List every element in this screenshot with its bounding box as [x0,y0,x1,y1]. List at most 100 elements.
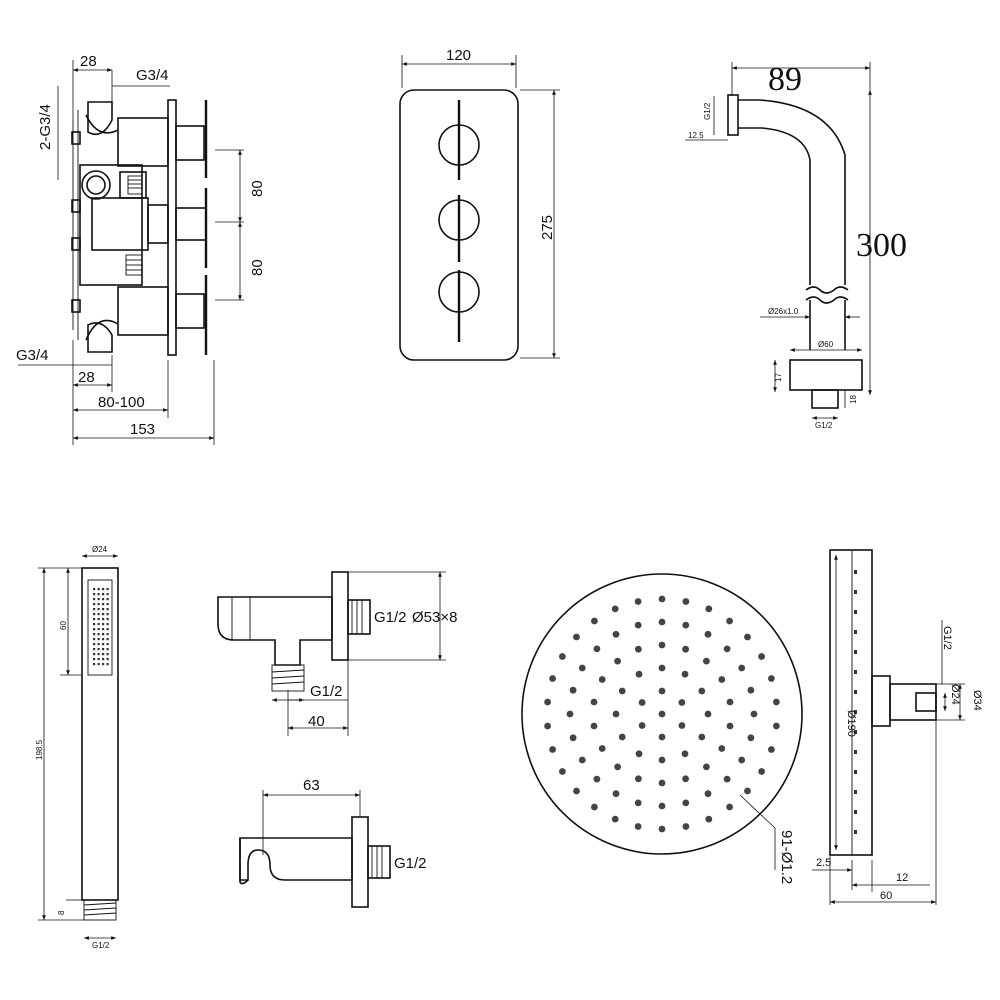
nozzle-dot [638,699,646,706]
nozzle-dot [569,686,577,694]
handset-nozzle [106,633,109,636]
valve-label-g34-top: G3/4 [136,67,169,84]
side-label-dia34: Ø34 [971,690,983,711]
handset-nozzle [93,603,96,606]
nozzle-dot [658,779,666,787]
nozzle-dot [681,750,689,758]
side-nozzle-tick [854,650,857,654]
handset-nozzle [106,613,109,616]
handset-nozzle [102,608,105,611]
handset-nozzle [97,648,100,651]
handset-nozzle [106,648,109,651]
nozzle-dot [598,676,606,683]
nozzle-dot [718,745,726,752]
handset-dim-198-5: 198.5 [35,739,44,760]
arm-dim-17: 17 [774,373,783,382]
nozzle-dot [618,733,626,741]
nozzle-dot [559,653,566,660]
nozzle-dot [612,710,620,718]
side-nozzle-tick [854,790,857,794]
valve-dim-80-upper: 80 [249,180,266,197]
handset-nozzle [93,648,96,651]
arm-dim-12-5: 12.5 [688,131,704,140]
nozzle-dot [726,698,734,706]
nozzle-dot [635,645,642,653]
nozzle-dot [773,722,780,730]
valve-label-g34-bottom: G3/4 [16,347,49,364]
nozzle-dot [611,605,619,613]
handset-nozzle [97,628,100,631]
nozzle-dot [758,653,765,660]
valve-label-2g34: 2-G3/4 [37,104,54,150]
handset-nozzle [93,628,96,631]
nozzle-dot [658,710,666,718]
handset-nozzle [102,658,105,661]
arm-label-g12-top: G1/2 [703,102,712,120]
nozzle-dot [634,598,642,605]
handset-nozzle [97,603,100,606]
nozzle-dot [573,787,580,795]
handset-nozzle [102,593,105,596]
nozzle-dot [590,722,598,730]
handset-nozzle [93,653,96,656]
side-nozzle-tick [854,690,857,694]
nozzle-dot [549,675,556,682]
nozzle-dot [634,621,642,629]
valve-dim-top-28: 28 [80,53,97,70]
holder-dim-63: 63 [303,777,320,794]
nozzle-dot [658,618,666,626]
elbow-dim-40: 40 [308,713,325,730]
nozzle-dot [678,699,686,706]
side-nozzle-tick [854,610,857,614]
faceplate-front-view: 120 275 [399,47,560,361]
handset-side-view: Ø24 60 198.5 8 G1/2 [35,545,119,950]
handset-nozzle [97,588,100,591]
nozzle-dot [682,621,690,629]
side-nozzle-tick [854,750,857,754]
handset-nozzle [102,628,105,631]
nozzle-dot [634,823,642,830]
handset-nozzle [102,663,105,666]
nozzle-dot [559,768,566,775]
handset-nozzle [106,593,109,596]
nozzle-dot [598,745,606,752]
nozzle-dot [549,746,556,753]
nozzle-dot [747,686,755,694]
nozzle-dot [678,722,686,729]
handset-nozzle [97,608,100,611]
nozzle-dot [635,775,642,783]
nozzle-dot [593,775,601,783]
nozzle-dot [738,664,746,672]
nozzle-dot [658,802,666,810]
handset-nozzle [93,658,96,661]
elbow-label-dia53: Ø53×8 [412,609,457,626]
valve-dim-bottom-28: 28 [78,369,95,386]
nozzle-dot [682,799,690,807]
handset-nozzle [93,593,96,596]
handset-nozzle [97,618,100,621]
outlet-elbow-side-view: G1/2 Ø53×8 G1/2 40 [217,571,457,736]
nozzle-dot [593,645,601,653]
handset-nozzle [102,623,105,626]
handset-nozzle [106,608,109,611]
nozzle-dot [738,756,746,764]
nozzle-dot [658,664,666,672]
shower-head-side-view: Ø190 G1/2 Ø24 Ø34 2.5 12 60 [812,549,983,905]
side-nozzle-tick [854,630,857,634]
handset-nozzle [106,588,109,591]
nozzle-dot [744,787,751,795]
holder-label-g12: G1/2 [394,855,427,872]
nozzle-dot [591,803,598,811]
handset-nozzle [102,638,105,641]
nozzle-dot [726,617,733,625]
handset-nozzle-grid [93,588,109,666]
handset-nozzle [102,618,105,621]
nozzle-dot [590,698,598,706]
nozzle-dot [758,768,765,775]
shower-head-top-view: 91-Ø1.2 [521,573,803,884]
handset-nozzle [106,643,109,646]
side-label-dia190: Ø190 [845,710,857,737]
nozzle-dot [747,734,755,742]
nozzle-dot [544,698,551,706]
side-nozzle-tick [854,590,857,594]
